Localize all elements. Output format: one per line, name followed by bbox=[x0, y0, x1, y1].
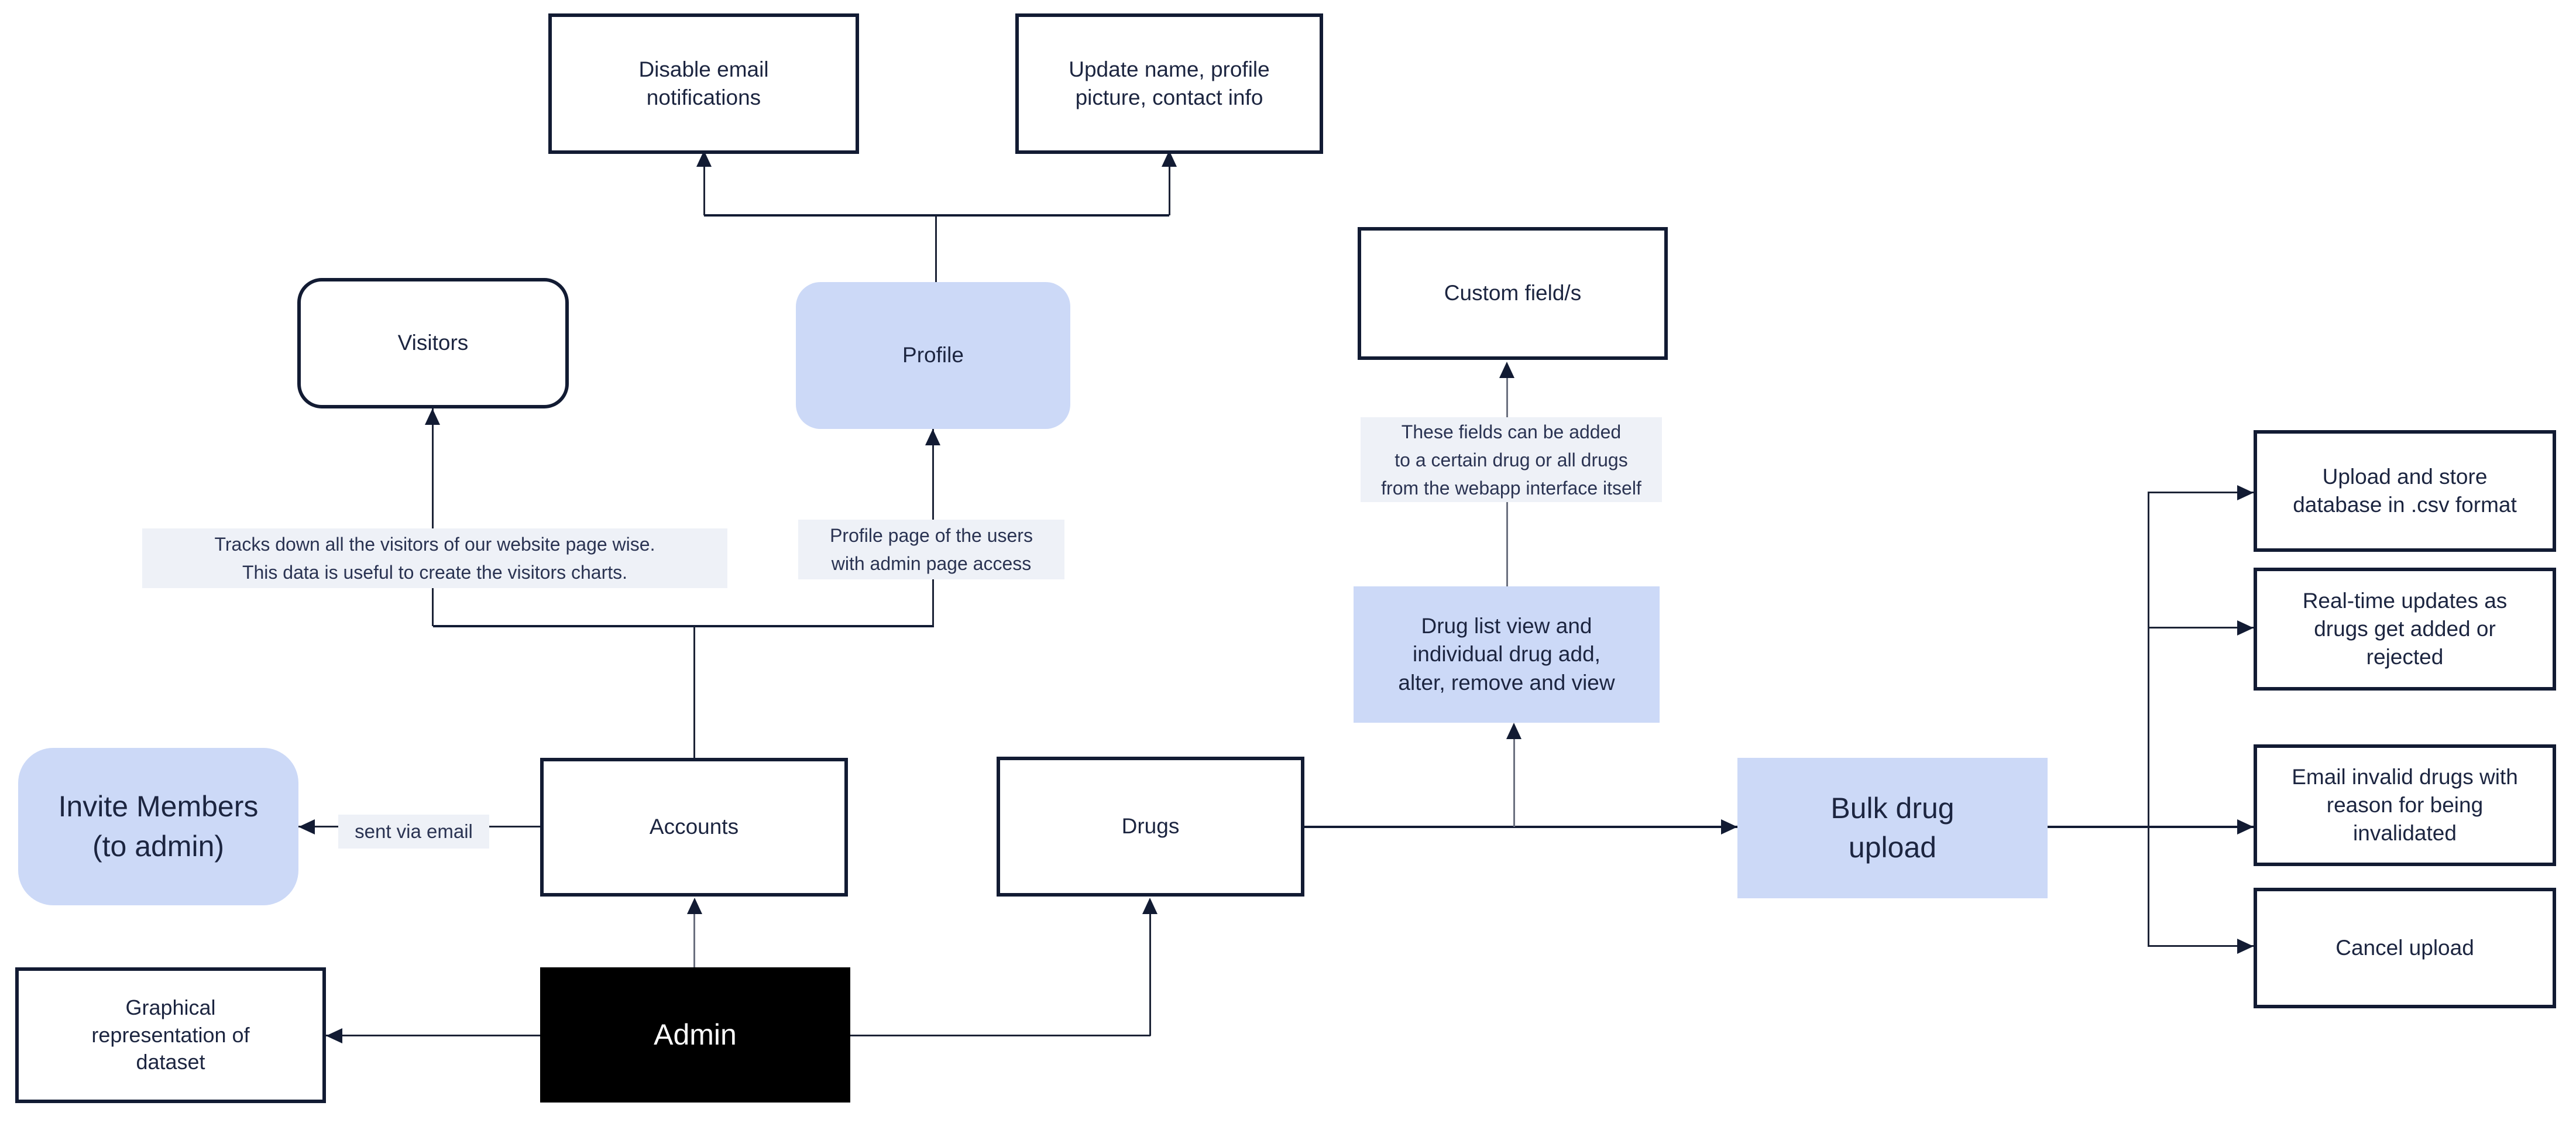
node-graphical-representation-label: Graphical representation of dataset bbox=[91, 995, 250, 1074]
arrowhead-into-graphical bbox=[326, 1028, 342, 1043]
connector-accounts-to-lowerbar bbox=[693, 626, 695, 758]
arrowhead-into-bulk-upload bbox=[1721, 819, 1737, 834]
node-bulk-drug-upload[interactable]: Bulk drug upload bbox=[1737, 758, 2048, 898]
node-admin-label: Admin bbox=[654, 1018, 737, 1051]
node-email-invalid-drugs-label: Email invalid drugs with reason for bein… bbox=[2292, 764, 2518, 846]
node-disable-email-notifications[interactable]: Disable email notifications bbox=[548, 13, 859, 154]
node-visitors[interactable]: Visitors bbox=[297, 278, 569, 408]
connector-right-spine bbox=[2148, 493, 2149, 946]
connector-lowerbar-to-visitors bbox=[432, 408, 434, 626]
node-custom-fields-label: Custom field/s bbox=[1444, 281, 1582, 305]
arrowhead-into-accounts bbox=[687, 898, 702, 914]
node-invite-members-label: Invite Members (to admin) bbox=[58, 790, 259, 863]
edge-label-sent-via-email-text: sent via email bbox=[355, 820, 473, 843]
connector-admin-to-drugs-v bbox=[1149, 900, 1151, 1036]
arrowhead-into-druglist bbox=[1506, 723, 1521, 739]
arrowhead-into-disable-email bbox=[696, 150, 712, 167]
node-accounts[interactable]: Accounts bbox=[540, 758, 848, 897]
annotation-visitors-note: Tracks down all the visitors of our webs… bbox=[142, 528, 727, 588]
arrowhead-into-upload-store bbox=[2237, 485, 2254, 500]
connector-topbar-to-update-name bbox=[1169, 154, 1170, 215]
node-cancel-upload-label: Cancel upload bbox=[2335, 935, 2474, 960]
connector-topbar-to-disable-email bbox=[703, 154, 705, 215]
edge-label-sent-via-email: sent via email bbox=[338, 815, 489, 849]
node-visitors-label: Visitors bbox=[397, 331, 469, 355]
arrowhead-into-update-name bbox=[1162, 150, 1177, 167]
connector-spine-to-cancel bbox=[2148, 945, 2254, 947]
arrowhead-into-cancel-upload bbox=[2237, 939, 2254, 954]
connector-lowerbar bbox=[433, 625, 934, 627]
connector-admin-to-drugs-h bbox=[850, 1035, 1150, 1036]
node-update-name-profile-label: Update name, profile picture, contact in… bbox=[1069, 57, 1270, 109]
node-accounts-label: Accounts bbox=[649, 815, 739, 839]
node-invite-members[interactable]: Invite Members (to admin) bbox=[18, 748, 298, 905]
node-drugs[interactable]: Drugs bbox=[997, 757, 1304, 897]
annotation-custom-fields-note: These fields can be added to a certain d… bbox=[1361, 417, 1662, 502]
connector-admin-to-accounts bbox=[693, 900, 695, 968]
node-graphical-representation[interactable]: Graphical representation of dataset bbox=[15, 967, 326, 1103]
node-admin[interactable]: Admin bbox=[540, 967, 850, 1103]
annotation-custom-fields-note-text: These fields can be added to a certain d… bbox=[1381, 421, 1641, 499]
node-profile-label: Profile bbox=[902, 343, 964, 368]
node-realtime-updates-label: Real-time updates as drugs get added or … bbox=[2302, 588, 2508, 669]
annotation-visitors-note-text: Tracks down all the visitors of our webs… bbox=[214, 534, 655, 583]
node-cancel-upload[interactable]: Cancel upload bbox=[2254, 888, 2556, 1008]
connector-profile-to-topbar bbox=[935, 216, 937, 283]
arrowhead-into-email-invalid bbox=[2237, 819, 2254, 834]
node-drug-list-view-label: Drug list view and individual drug add, … bbox=[1398, 614, 1615, 695]
connector-drugs-to-bulk bbox=[1304, 826, 1737, 828]
connector-admin-to-graphical bbox=[326, 1035, 540, 1036]
node-custom-fields[interactable]: Custom field/s bbox=[1358, 227, 1668, 360]
node-disable-email-notifications-label: Disable email notifications bbox=[638, 57, 769, 109]
arrowhead-into-realtime bbox=[2237, 620, 2254, 636]
annotation-profile-note-text: Profile page of the users with admin pag… bbox=[830, 525, 1033, 574]
node-profile[interactable]: Profile bbox=[796, 282, 1070, 429]
arrowhead-into-drugs bbox=[1142, 898, 1158, 914]
arrowhead-into-invite-members bbox=[298, 819, 315, 834]
connector-bulk-to-emailinvalid bbox=[2048, 826, 2254, 828]
connector-spine-to-uploadstore bbox=[2148, 492, 2254, 493]
arrowhead-into-customfields bbox=[1499, 362, 1514, 378]
node-email-invalid-drugs[interactable]: Email invalid drugs with reason for bein… bbox=[2254, 744, 2556, 866]
annotation-profile-note: Profile page of the users with admin pag… bbox=[798, 520, 1064, 579]
node-drugs-label: Drugs bbox=[1121, 814, 1180, 839]
connector-topbar bbox=[704, 214, 1169, 217]
node-bulk-drug-upload-label: Bulk drug upload bbox=[1830, 791, 1955, 864]
connector-spine-to-realtime bbox=[2148, 627, 2254, 629]
node-upload-store-csv[interactable]: Upload and store database in .csv format bbox=[2254, 430, 2556, 552]
node-drug-list-view[interactable]: Drug list view and individual drug add, … bbox=[1354, 586, 1660, 723]
node-upload-store-csv-label: Upload and store database in .csv format bbox=[2293, 464, 2517, 517]
connector-branch-to-druglist bbox=[1513, 727, 1515, 827]
arrowhead-into-profile bbox=[925, 429, 940, 445]
node-realtime-updates[interactable]: Real-time updates as drugs get added or … bbox=[2254, 568, 2556, 691]
node-update-name-profile[interactable]: Update name, profile picture, contact in… bbox=[1015, 13, 1323, 154]
arrowhead-into-visitors bbox=[425, 408, 440, 425]
